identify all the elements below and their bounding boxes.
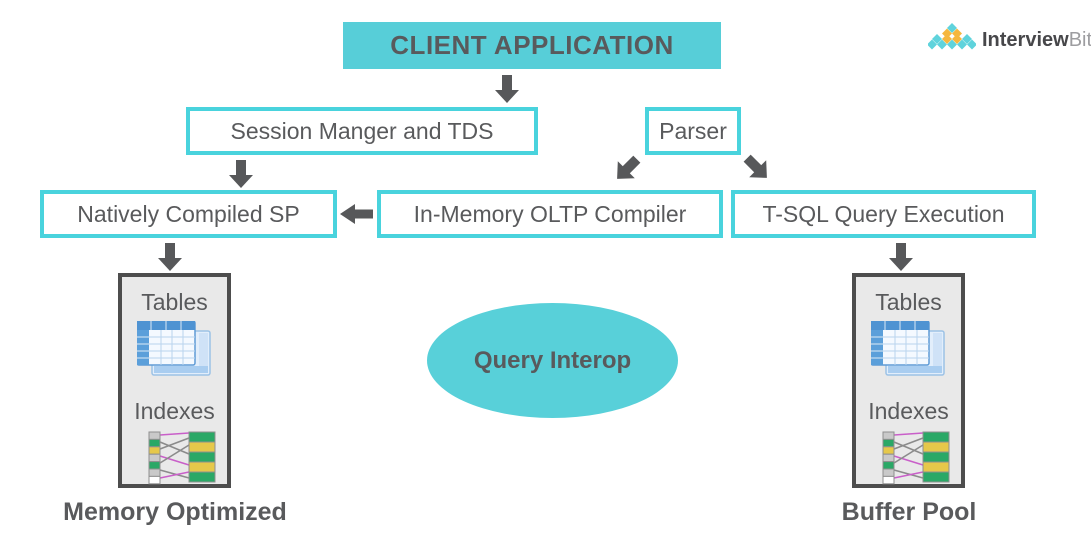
arrow-natively-to-memory-panel-icon <box>158 243 182 271</box>
arrow-session-to-natively-icon <box>229 160 253 188</box>
interviewbit-wordmark: InterviewBit <box>982 29 1091 51</box>
node-natively-compiled-sp-label: Natively Compiled SP <box>77 200 300 227</box>
node-session-manager-tds: Session Manger and TDS <box>186 107 538 155</box>
interviewbit-logo: InterviewBit <box>927 22 1091 59</box>
table-grid-icon <box>869 320 947 382</box>
node-in-memory-oltp-compiler-label: In-Memory OLTP Compiler <box>413 200 687 227</box>
node-query-interop: Query Interop <box>427 303 678 418</box>
arrow-inmemory-to-natively-icon <box>340 204 373 224</box>
node-client-application: CLIENT APPLICATION <box>343 22 721 69</box>
buffer-tables-label: Tables <box>875 289 942 315</box>
node-session-manager-tds-label: Session Manger and TDS <box>230 117 494 144</box>
index-mapping-icon <box>131 430 219 491</box>
arrow-parser-to-inmemory-icon <box>617 155 641 179</box>
node-parser: Parser <box>645 107 741 155</box>
memory-indexes-label: Indexes <box>134 398 215 424</box>
node-query-interop-label: Query Interop <box>473 346 632 374</box>
arrow-parser-to-tsql-icon <box>743 154 767 178</box>
panel-memory-optimized: Tables <box>118 273 231 488</box>
node-in-memory-oltp-compiler: In-Memory OLTP Compiler <box>377 190 723 238</box>
interviewbit-pyramid-icon <box>927 22 977 59</box>
caption-buffer-pool: Buffer Pool <box>841 498 977 526</box>
panel-buffer-pool: Tables <box>852 273 965 488</box>
caption-memory-optimized: Memory Optimized <box>63 498 287 526</box>
arrow-client-to-session-icon <box>495 75 519 103</box>
node-tsql-query-execution: T-SQL Query Execution <box>731 190 1036 238</box>
arrow-tsql-to-buffer-panel-icon <box>889 243 913 271</box>
node-tsql-query-execution-label: T-SQL Query Execution <box>762 200 1005 227</box>
memory-tables-label: Tables <box>141 289 208 315</box>
buffer-indexes-label: Indexes <box>868 398 949 424</box>
index-mapping-icon <box>865 430 953 491</box>
node-natively-compiled-sp: Natively Compiled SP <box>40 190 337 238</box>
node-parser-label: Parser <box>659 117 727 144</box>
node-client-application-label: CLIENT APPLICATION <box>390 30 674 60</box>
table-grid-icon <box>135 320 213 382</box>
